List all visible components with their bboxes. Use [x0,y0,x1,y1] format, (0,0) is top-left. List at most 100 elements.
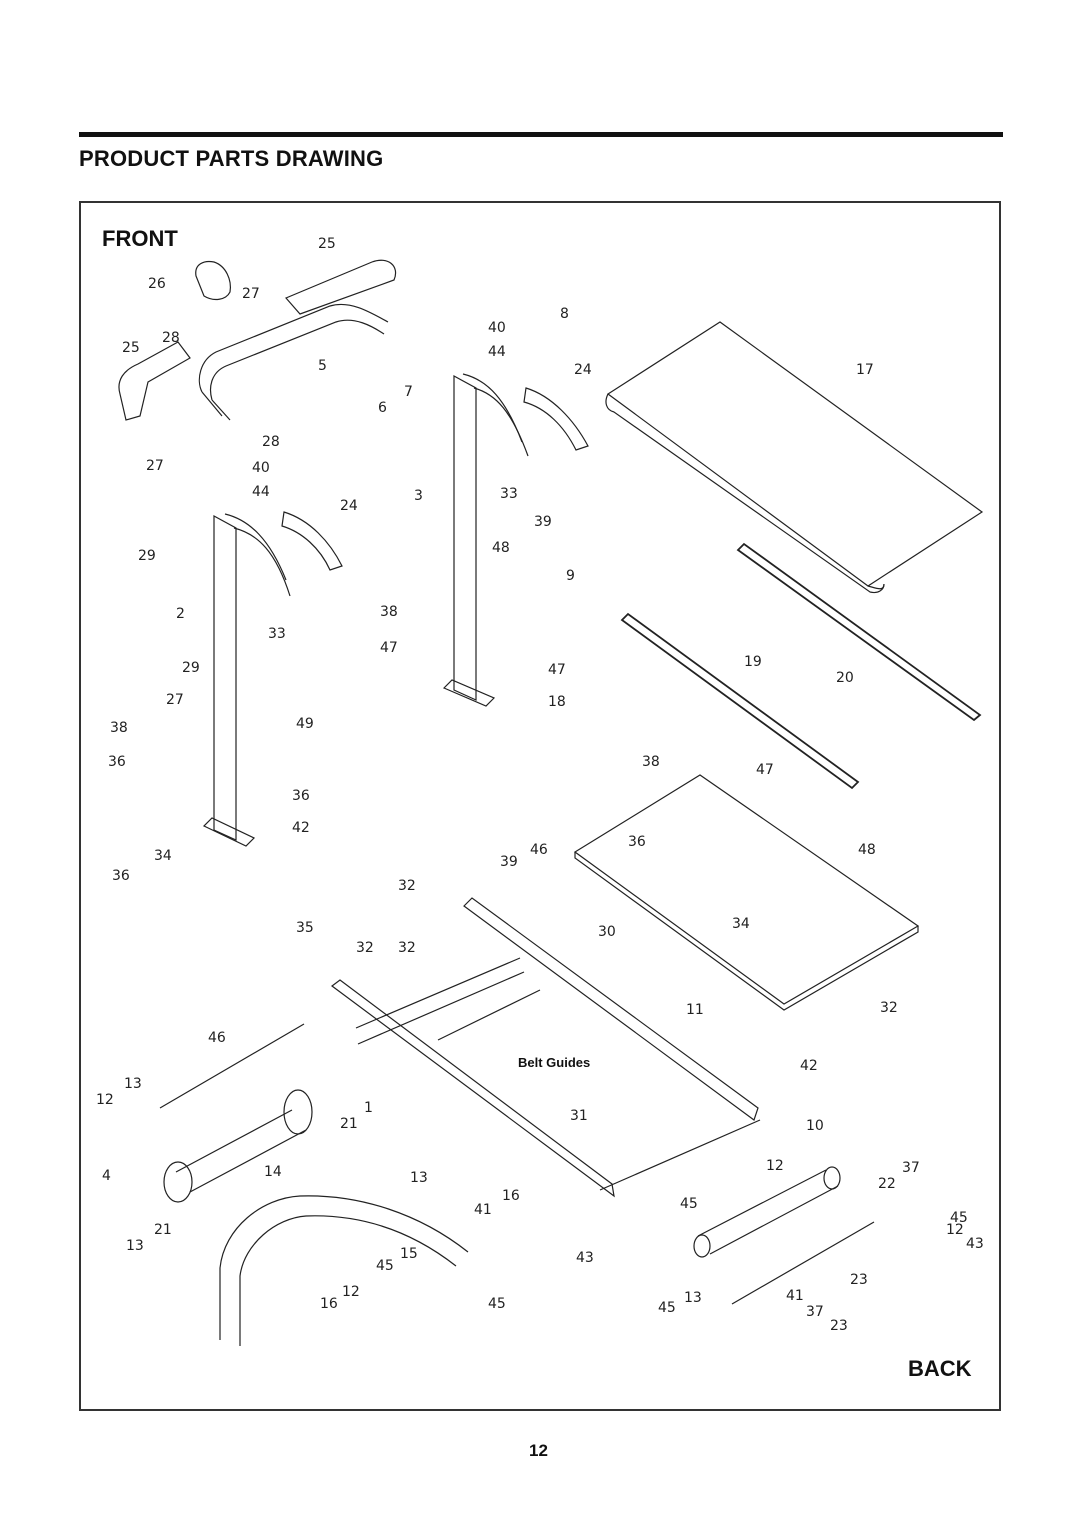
callout: 28 [262,434,280,450]
callout: 41 [786,1288,804,1304]
callout: 33 [268,626,286,642]
callout: 14 [264,1164,282,1180]
callout: 4 [102,1168,111,1184]
callout: 13 [684,1290,702,1306]
deck-board [573,774,920,1011]
callout: 3 [414,488,423,504]
callout: 26 [148,276,166,292]
callout: 33 [500,486,518,502]
callout: 22 [878,1176,896,1192]
callout: 25 [318,236,336,252]
callout: 27 [146,458,164,474]
callout: 38 [110,720,128,736]
callout: 36 [108,754,126,770]
rear-roller [693,1166,841,1258]
callout: 36 [628,834,646,850]
callout: 32 [398,940,416,956]
callout: 40 [252,460,270,476]
callout: 13 [126,1238,144,1254]
callout: 46 [530,842,548,858]
callout: 45 [658,1300,676,1316]
callout: 16 [320,1296,338,1312]
callout: 27 [166,692,184,708]
callout: 12 [342,1284,360,1300]
front-label: FRONT [102,226,178,251]
callout: 46 [208,1030,226,1046]
right-upright [442,373,529,707]
callout: 35 [296,920,314,936]
callout: 48 [492,540,510,556]
base-frame [330,897,761,1198]
callout: 13 [410,1170,428,1186]
handlebar [198,303,389,421]
callout: 44 [252,484,270,500]
callout: 45 [376,1258,394,1274]
callout: 43 [966,1236,984,1252]
callout: 29 [138,548,156,564]
callout: 15 [400,1246,418,1262]
belt-guides-label: Belt Guides [518,1055,591,1070]
hand-grips [118,259,397,421]
callout: 36 [292,788,310,804]
callout: 10 [806,1118,824,1134]
belt-strips [620,542,982,790]
callout: 45 [950,1210,968,1226]
callout: 34 [154,848,172,864]
callout: 17 [856,362,874,378]
callout: 24 [574,362,592,378]
callout: 44 [488,344,506,360]
callout: 28 [162,330,180,346]
callout: 7 [404,384,413,400]
callout: 5 [318,358,327,374]
console [195,260,231,301]
callout: 8 [560,306,569,322]
base-u-frame [219,1195,469,1346]
callout: 32 [356,940,374,956]
rear-rod [731,1221,875,1305]
back-label: BACK [908,1356,972,1381]
side-covers [281,387,589,571]
callout: 40 [488,320,506,336]
callout: 32 [880,1000,898,1016]
left-upright [202,513,291,847]
callout: 20 [836,670,854,686]
callout: 29 [182,660,200,676]
callout: 19 [744,654,762,670]
callout: 36 [112,868,130,884]
callout: 25 [122,340,140,356]
callout: 30 [598,924,616,940]
callout: 43 [576,1250,594,1266]
callout: 38 [642,754,660,770]
diagram-frame [79,201,1001,1411]
page-title: PRODUCT PARTS DRAWING [79,146,384,171]
callout: 21 [154,1222,172,1238]
title-rule [79,132,1003,137]
callout: 6 [378,400,387,416]
callout: 27 [242,286,260,302]
callout: 45 [488,1296,506,1312]
callout: 13 [124,1076,142,1092]
callout: 47 [380,640,398,656]
callout: 41 [474,1202,492,1218]
callout: 48 [858,842,876,858]
callout: 47 [756,762,774,778]
callout-numbers: 25 26 27 28 25 5 40 44 8 24 17 7 6 28 27… [96,236,984,1334]
callout: 45 [680,1196,698,1212]
axle-rod [159,1023,305,1109]
front-roller [163,1089,313,1203]
callout: 49 [296,716,314,732]
parts-linework [118,259,984,1346]
callout: 1 [364,1100,373,1116]
callout: 23 [830,1318,848,1334]
callout: 18 [548,694,566,710]
callout: 12 [946,1222,964,1238]
callout: 37 [806,1304,824,1320]
callout: 21 [340,1116,358,1132]
callout: 23 [850,1272,868,1288]
callout: 31 [570,1108,588,1124]
callout: 12 [96,1092,114,1108]
callout: 9 [566,568,575,584]
walking-belt [605,321,984,594]
callout: 47 [548,662,566,678]
